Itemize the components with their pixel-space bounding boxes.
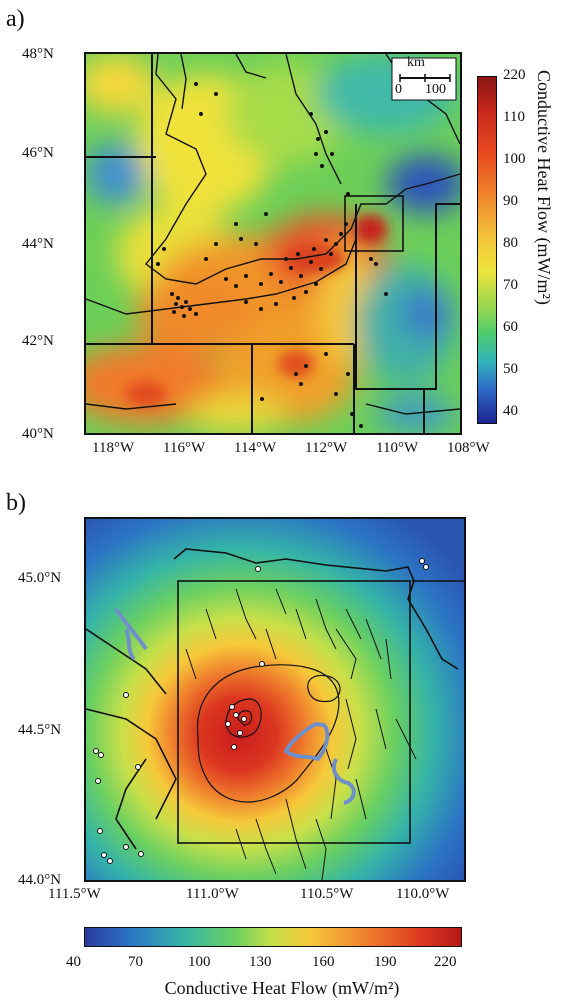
lat-label: 46°N — [22, 145, 54, 161]
colorbar-title-vertical: Conductive Heat Flow (mW/m²) — [534, 70, 554, 305]
lon-label: 110.5°W — [300, 886, 354, 902]
lon-label: 116°W — [163, 440, 206, 456]
colorbar-tick: 50 — [503, 361, 518, 377]
heat-flow-map-regional — [84, 52, 462, 435]
colorbar-tick: 40 — [66, 954, 81, 970]
colorbar-tick: 220 — [503, 67, 526, 83]
panel-a-label: a) — [6, 6, 25, 32]
colorbar-tick: 40 — [503, 403, 518, 419]
colorbar-title-horizontal: Conductive Heat Flow (mW/m²) — [164, 978, 400, 998]
colorbar-tick: 70 — [503, 277, 518, 293]
lat-label: 42°N — [22, 333, 54, 349]
colorbar-tick: 70 — [128, 954, 143, 970]
colorbar-tick: 100 — [503, 151, 526, 167]
colorbar-tick: 130 — [249, 954, 272, 970]
scale-bar-unit: km — [407, 55, 425, 70]
colorbar-horizontal — [84, 927, 462, 947]
lon-label: 110°W — [376, 440, 419, 456]
lon-label: 108°W — [447, 440, 490, 456]
colorbar-tick: 60 — [503, 319, 518, 335]
lon-label: 118°W — [92, 440, 135, 456]
colorbar-tick: 190 — [374, 954, 397, 970]
lon-label: 111.5°W — [48, 886, 101, 902]
lat-label: 44.0°N — [18, 872, 62, 888]
colorbar-vertical — [477, 76, 497, 424]
lon-label: 111.0°W — [186, 886, 239, 902]
lat-label: 44°N — [22, 236, 54, 252]
lat-label: 48°N — [22, 46, 54, 62]
colorbar-tick: 90 — [503, 193, 518, 209]
heat-flow-map-detail — [84, 517, 466, 882]
lat-label: 44.5°N — [18, 722, 62, 738]
panel-b-label: b) — [6, 490, 26, 516]
colorbar-tick: 220 — [434, 954, 457, 970]
scale-bar-end: 100 — [425, 82, 446, 97]
lat-label: 40°N — [22, 426, 54, 442]
colorbar-tick: 160 — [312, 954, 335, 970]
lon-label: 112°W — [305, 440, 348, 456]
lat-label: 45.0°N — [18, 570, 62, 586]
lon-label: 114°W — [234, 440, 277, 456]
lon-label: 110.0°W — [396, 886, 450, 902]
colorbar-tick: 100 — [188, 954, 211, 970]
colorbar-tick: 80 — [503, 235, 518, 251]
colorbar-tick: 110 — [503, 109, 525, 125]
scale-bar-start: 0 — [395, 82, 402, 97]
